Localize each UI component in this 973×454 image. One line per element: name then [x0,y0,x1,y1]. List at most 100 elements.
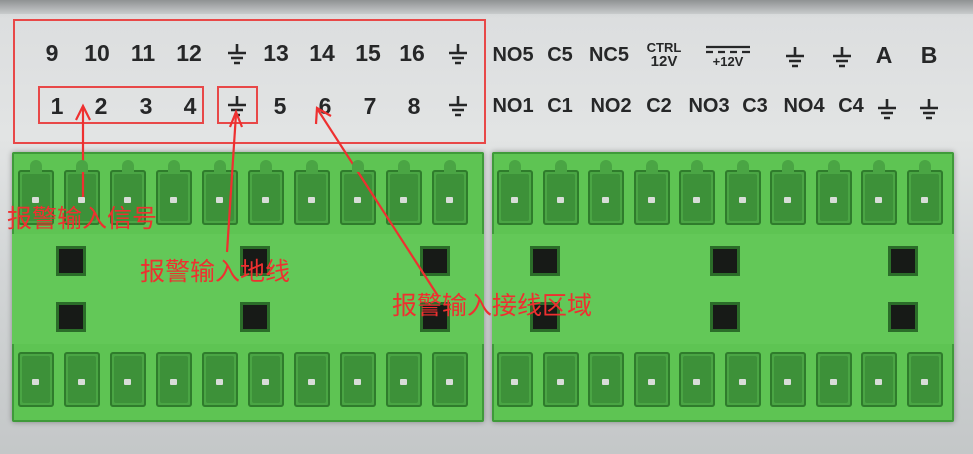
terminal-screw-slot [202,352,238,407]
terminal-latch-window [710,302,740,332]
terminal-block-right [492,152,954,422]
label-11: 11 [130,40,156,66]
terminal-screw-slot [18,352,54,407]
label-9: 9 [45,40,59,66]
label-3: 3 [139,93,153,119]
terminal-screw-slot [386,160,422,225]
terminal-screw-slot [815,160,852,225]
terminal-block-left [12,152,484,422]
terminal-screw-slot [110,160,146,225]
terminal-screw-slot [633,160,670,225]
terminal-latch-window [888,246,918,276]
ground-icon [878,99,896,120]
label-13: 13 [263,40,289,66]
label-c4: C4 [838,95,864,117]
label-nc5: NC5 [588,44,630,66]
terminal-latch-window [530,246,560,276]
terminal-screw-slot [542,160,579,225]
terminal-screw-slot [633,352,670,407]
label-2: 2 [94,93,108,119]
terminal-screw-slot [679,352,715,407]
label-4: 4 [183,93,197,119]
terminal-screw-slot [294,160,330,225]
terminal-screw-slot [432,160,468,225]
label-no3: NO3 [688,95,730,117]
annotation-alarm-input-ground: 报警输入地线 [140,257,291,286]
ground-icon [449,44,467,65]
label-c2: C2 [646,95,672,117]
ground-icon [920,99,938,120]
terminal-latch-window [240,302,270,332]
label-ctrl: CTRL [646,40,682,55]
label-c5: C5 [547,44,573,66]
terminal-latch-window [56,246,86,276]
ground-icon [228,44,246,65]
terminal-screw-slot [110,352,146,407]
terminal-screw-slot [861,352,897,407]
label-c3: C3 [742,95,768,117]
label-no1: NO1 [492,95,534,117]
terminal-screw-slot [18,160,54,225]
terminal-latch-window [888,302,918,332]
terminal-screw-slot [906,160,943,225]
alarm-input-ground-box [217,86,258,124]
terminal-screw-slot [497,160,533,225]
terminal-screw-slot [542,352,579,407]
label-no4: NO4 [783,95,825,117]
ground-icon [449,96,467,117]
label-ctrl-12v: 12V [650,53,678,70]
terminal-latch-window [56,302,86,332]
label-15: 15 [355,40,381,66]
annotation-alarm-input-wiring-area: 报警输入接线区域 [392,291,593,320]
label-5: 5 [273,93,287,119]
label-no2: NO2 [590,95,632,117]
dc-power-icon [706,45,750,54]
ground-icon [786,47,804,68]
terminal-screw-slot [340,160,376,225]
terminal-screw-slot [248,160,284,225]
label-16: 16 [399,40,425,66]
alarm-input-signal-box [38,86,204,124]
label-8: 8 [407,93,421,119]
label-7: 7 [363,93,377,119]
terminal-screw-slot [294,352,330,407]
terminal-screw-slot [156,352,192,407]
label-c1: C1 [547,95,573,117]
terminal-screw-slot [724,160,761,225]
terminal-latch-window [530,302,560,332]
terminal-latch-window [710,246,740,276]
ground-icon [228,96,246,117]
terminal-screw-slot [770,352,806,407]
terminal-screw-slot [588,160,624,225]
terminal-screw-slot [815,352,852,407]
annotation-alarm-input-signal: 报警输入信号 [7,204,158,233]
terminal-screw-slot [386,352,422,407]
terminal-screw-slot [340,352,376,407]
terminal-latch-window [420,302,450,332]
terminal-screw-slot [64,352,100,407]
label-14: 14 [309,40,335,66]
terminal-screw-slot [906,352,943,407]
label-1: 1 [50,93,64,119]
label-b: B [920,42,938,68]
terminal-screw-slot [770,160,806,225]
label-12: 12 [176,40,202,66]
terminal-screw-slot [588,352,624,407]
terminal-screw-slot [156,160,192,225]
terminal-screw-slot [679,160,715,225]
terminal-screw-slot [724,352,761,407]
label-no5: NO5 [492,44,534,66]
terminal-latch-window [420,246,450,276]
alarm-input-wiring-area-box [13,19,486,144]
label-a: A [875,42,893,68]
terminal-screw-slot [861,160,897,225]
terminal-latch-window [240,246,270,276]
housing-edge [0,0,973,14]
terminal-screw-slot [432,352,468,407]
label-10: 10 [84,40,110,66]
label-plus12v: +12V [712,54,744,69]
ground-icon [833,47,851,68]
terminal-screw-slot [497,352,533,407]
